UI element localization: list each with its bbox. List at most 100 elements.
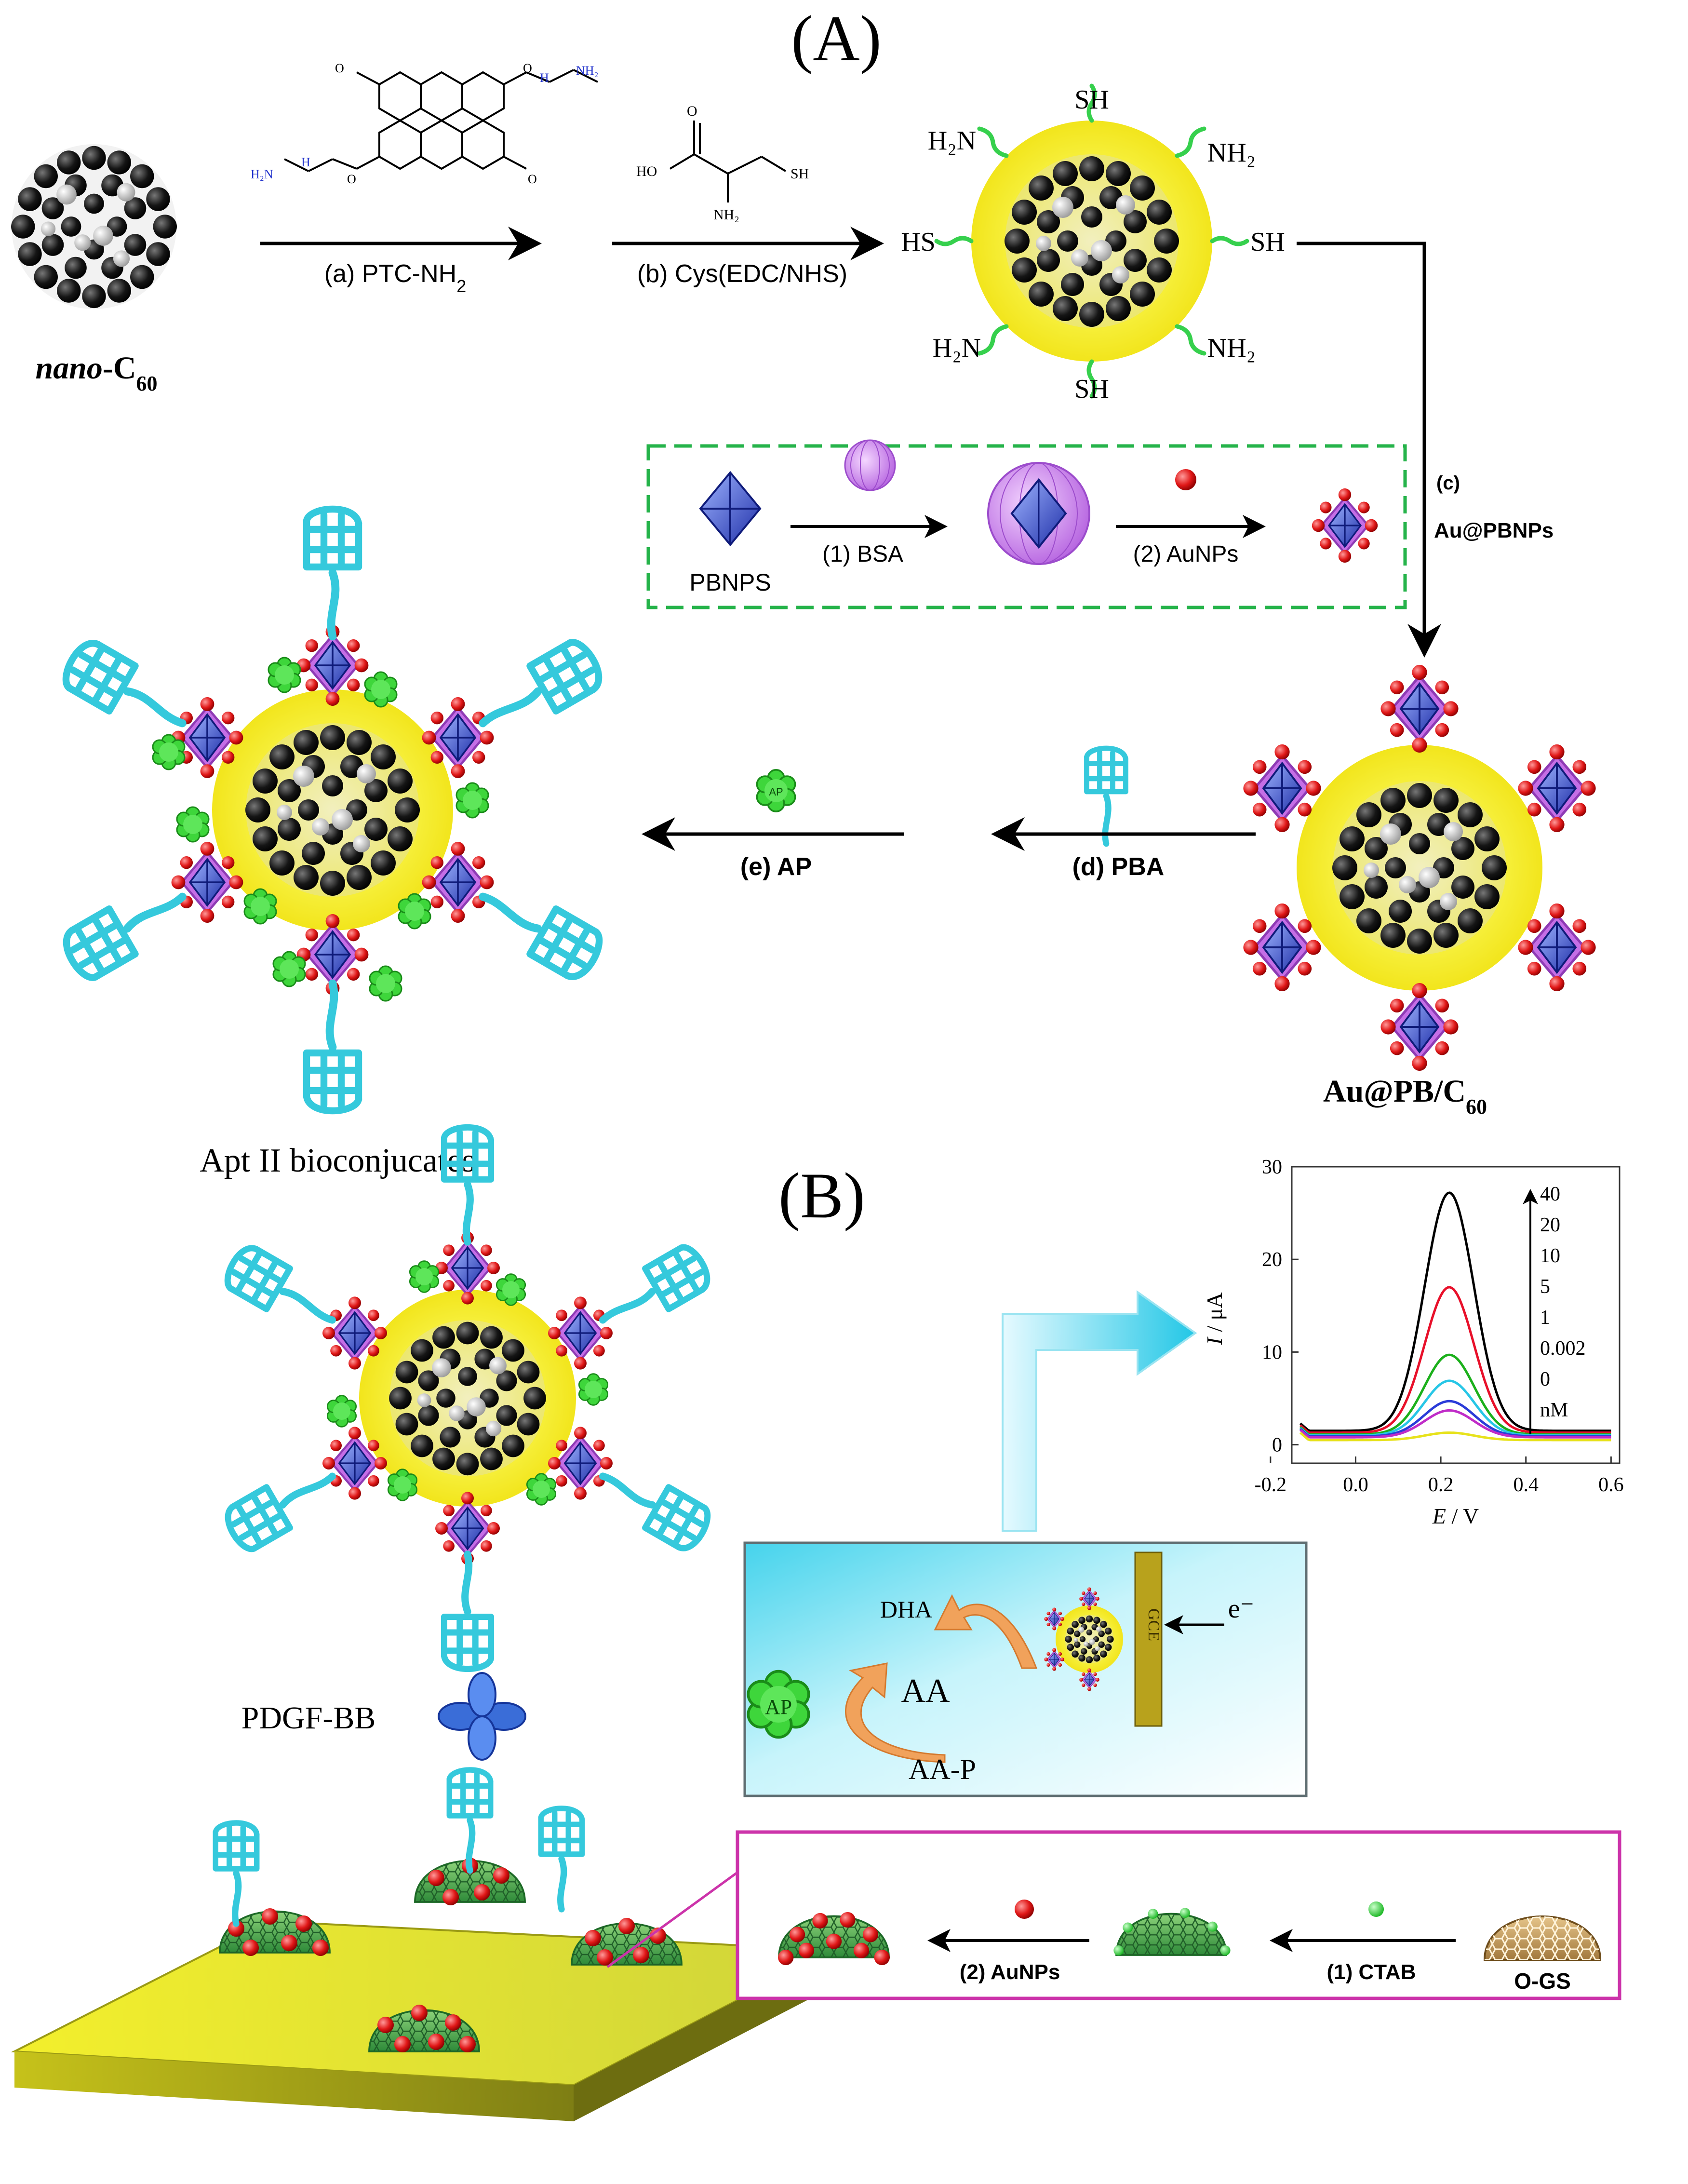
svg-text:SH: SH [1074,85,1109,115]
nano-c60-label: nano-C60 [35,351,157,395]
svg-text:H₂N: H₂N [933,333,981,363]
dpv-curve-5 [1299,1409,1611,1439]
legend-concentration: 0.002 [1540,1337,1586,1360]
svg-text:NH₂: NH₂ [1207,138,1256,168]
aunp-dot [1175,469,1196,490]
svg-text:H: H [301,155,310,169]
bsa-sphere [844,439,896,491]
step-c-name: Au@PBNPs [1434,519,1554,542]
svg-text:SH: SH [790,166,809,182]
y-tick-label: 0 [1272,1434,1282,1456]
legend-concentration: nM [1540,1399,1568,1421]
pba-aptamer-icon [1087,748,1126,844]
functionalized-c60 [934,83,1249,399]
legend-concentration: 1 [1540,1307,1550,1329]
gs-ctab [1113,1908,1231,1956]
svg-text:O: O [335,61,344,75]
gs-step-1-label: (1) CTAB [1327,1960,1416,1984]
x-tick-label: -0.2 [1255,1474,1287,1496]
svg-text:NH₂: NH₂ [1207,333,1256,363]
step-c-arrow [1297,242,1441,658]
ap-badge-e: AP [769,786,783,798]
to-chart-arrow [1002,1290,1197,1532]
x-tick-label: 0.6 [1598,1474,1624,1496]
svg-text:O: O [528,172,537,186]
svg-text:SH: SH [1250,227,1285,257]
pbnps-octahedron [699,471,762,547]
step-b-label: (b) Cys(EDC/NHS) [637,260,847,288]
au-pbnps-inset-box [646,444,1407,609]
gce-electrode [1134,1551,1163,1727]
svg-text:H₂N: H₂N [251,167,273,181]
au-pb-c60-particle [1243,665,1595,1071]
detection-bioconjugate [221,1127,713,1669]
step-d-label: (d) PBA [1072,853,1165,881]
ctab-dot [1368,1901,1384,1917]
dpv-curve-0 [1299,1191,1611,1432]
surface-group-labels: SH H₂N NH₂ HS SH H₂N NH₂ SH [901,85,1285,404]
legend-concentration: 20 [1540,1214,1560,1236]
apt-ii-bioconjugate [59,509,606,1111]
svg-text:O: O [347,172,356,186]
legend-concentration: 0 [1540,1368,1550,1390]
pdgf-bb-label: PDGF-BB [241,1700,376,1736]
step-1-label: (1) BSA [822,541,903,567]
legend-concentration: 10 [1540,1245,1560,1267]
apt-ii-label: Apt II bioconjucates [200,1142,475,1179]
legend-concentration: 5 [1540,1276,1550,1298]
ptc-nh2-atoms: O O O O H H NH₂ H₂N [251,61,599,186]
nano-c60-start [11,144,177,309]
au-pbnps-product [1312,488,1378,563]
aa-label: AA [901,1672,950,1710]
svg-text:H: H [540,71,549,85]
gs-domes [219,1858,683,2052]
svg-text:HS: HS [901,227,936,257]
chart-ylabel: I / μA [1202,1293,1227,1346]
svg-text:NH₂: NH₂ [576,64,599,78]
electron-label: e⁻ [1228,1594,1254,1624]
cysteine-atoms: HO O SH NH₂ [636,103,809,223]
cysteine-structure [669,121,787,202]
y-tick-label: 20 [1262,1249,1282,1271]
o-gs-label: O-GS [1514,1968,1571,1994]
aap-label: AA-P [909,1753,976,1785]
panel-b-label: (B) [778,1160,865,1232]
svg-text:NH₂: NH₂ [713,207,739,223]
dpv-curve-6 [1299,1431,1611,1442]
panel-a-label: (A) [791,3,881,75]
y-tick-label: 10 [1262,1341,1282,1363]
step-c-letter: (c) [1436,472,1460,494]
gs-step-2-label: (2) AuNPs [960,1960,1060,1984]
pdgf-bb-protein [438,1672,526,1761]
svg-text:O: O [687,103,697,119]
x-tick-label: 0.2 [1428,1474,1454,1496]
bioconjugate-on-gce [1044,1587,1123,1692]
svg-text:O: O [523,61,532,75]
x-tick-label: 0.0 [1343,1474,1368,1496]
reaction-panel [743,1541,1308,1797]
step-2-label: (2) AuNPs [1133,541,1239,567]
svg-text:H₂N: H₂N [928,126,976,156]
step-a-label: (a) PTC-NH2 [324,260,466,296]
svg-text:HO: HO [636,163,657,179]
ptc-nh2-structure [284,69,598,172]
capture-aptamers [215,1770,582,1924]
gce-label: GCE [1145,1608,1163,1641]
chart-plot-area [1291,1166,1621,1464]
dpv-curve-1 [1299,1286,1611,1434]
x-tick-label: 0.4 [1513,1474,1539,1496]
pbnps-label: PBNPS [689,569,771,596]
gs-au-product [778,1912,890,1966]
step-e-label: (e) AP [740,853,812,881]
bsa-coated-pbnps [987,462,1090,565]
inset-pointer [606,1869,741,1968]
reaction-arrows [845,1594,1038,1763]
chart-xlabel: E / V [1432,1504,1479,1528]
aunp-dot-gs [1015,1900,1034,1919]
dha-label: DHA [880,1596,932,1623]
y-tick-label: 30 [1262,1156,1282,1178]
ap-badge-reaction: AP [765,1695,792,1719]
svg-text:SH: SH [1074,374,1109,404]
